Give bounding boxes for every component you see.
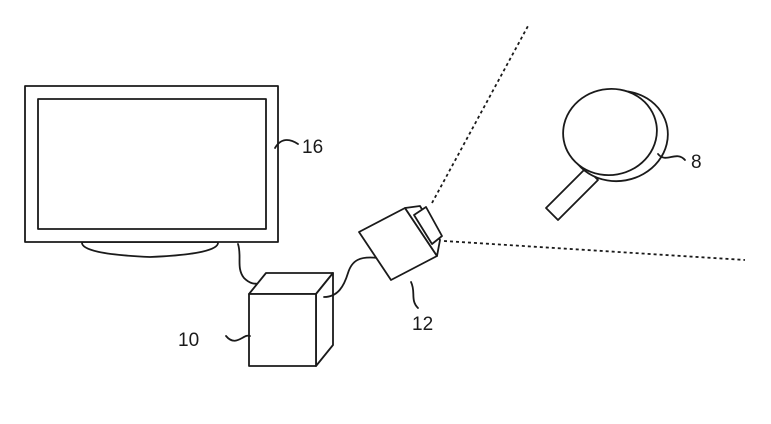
field-of-view-lower-line <box>444 241 745 260</box>
label-controller: 8 <box>691 152 702 173</box>
label-console: 10 <box>178 330 199 351</box>
field-of-view-upper-line <box>432 26 528 203</box>
handheld-controller <box>546 81 675 220</box>
display-monitor <box>25 86 278 257</box>
leader-line-12 <box>411 282 418 308</box>
monitor-bezel <box>25 86 278 242</box>
monitor-stand <box>82 242 218 257</box>
monitor-cable <box>238 244 262 284</box>
label-camera: 12 <box>412 314 433 335</box>
console-front-face <box>249 294 316 366</box>
label-display: 16 <box>302 137 323 158</box>
controller-handle <box>546 168 598 220</box>
console-box <box>249 273 333 366</box>
leader-line-10 <box>226 336 250 341</box>
camera <box>359 206 442 280</box>
